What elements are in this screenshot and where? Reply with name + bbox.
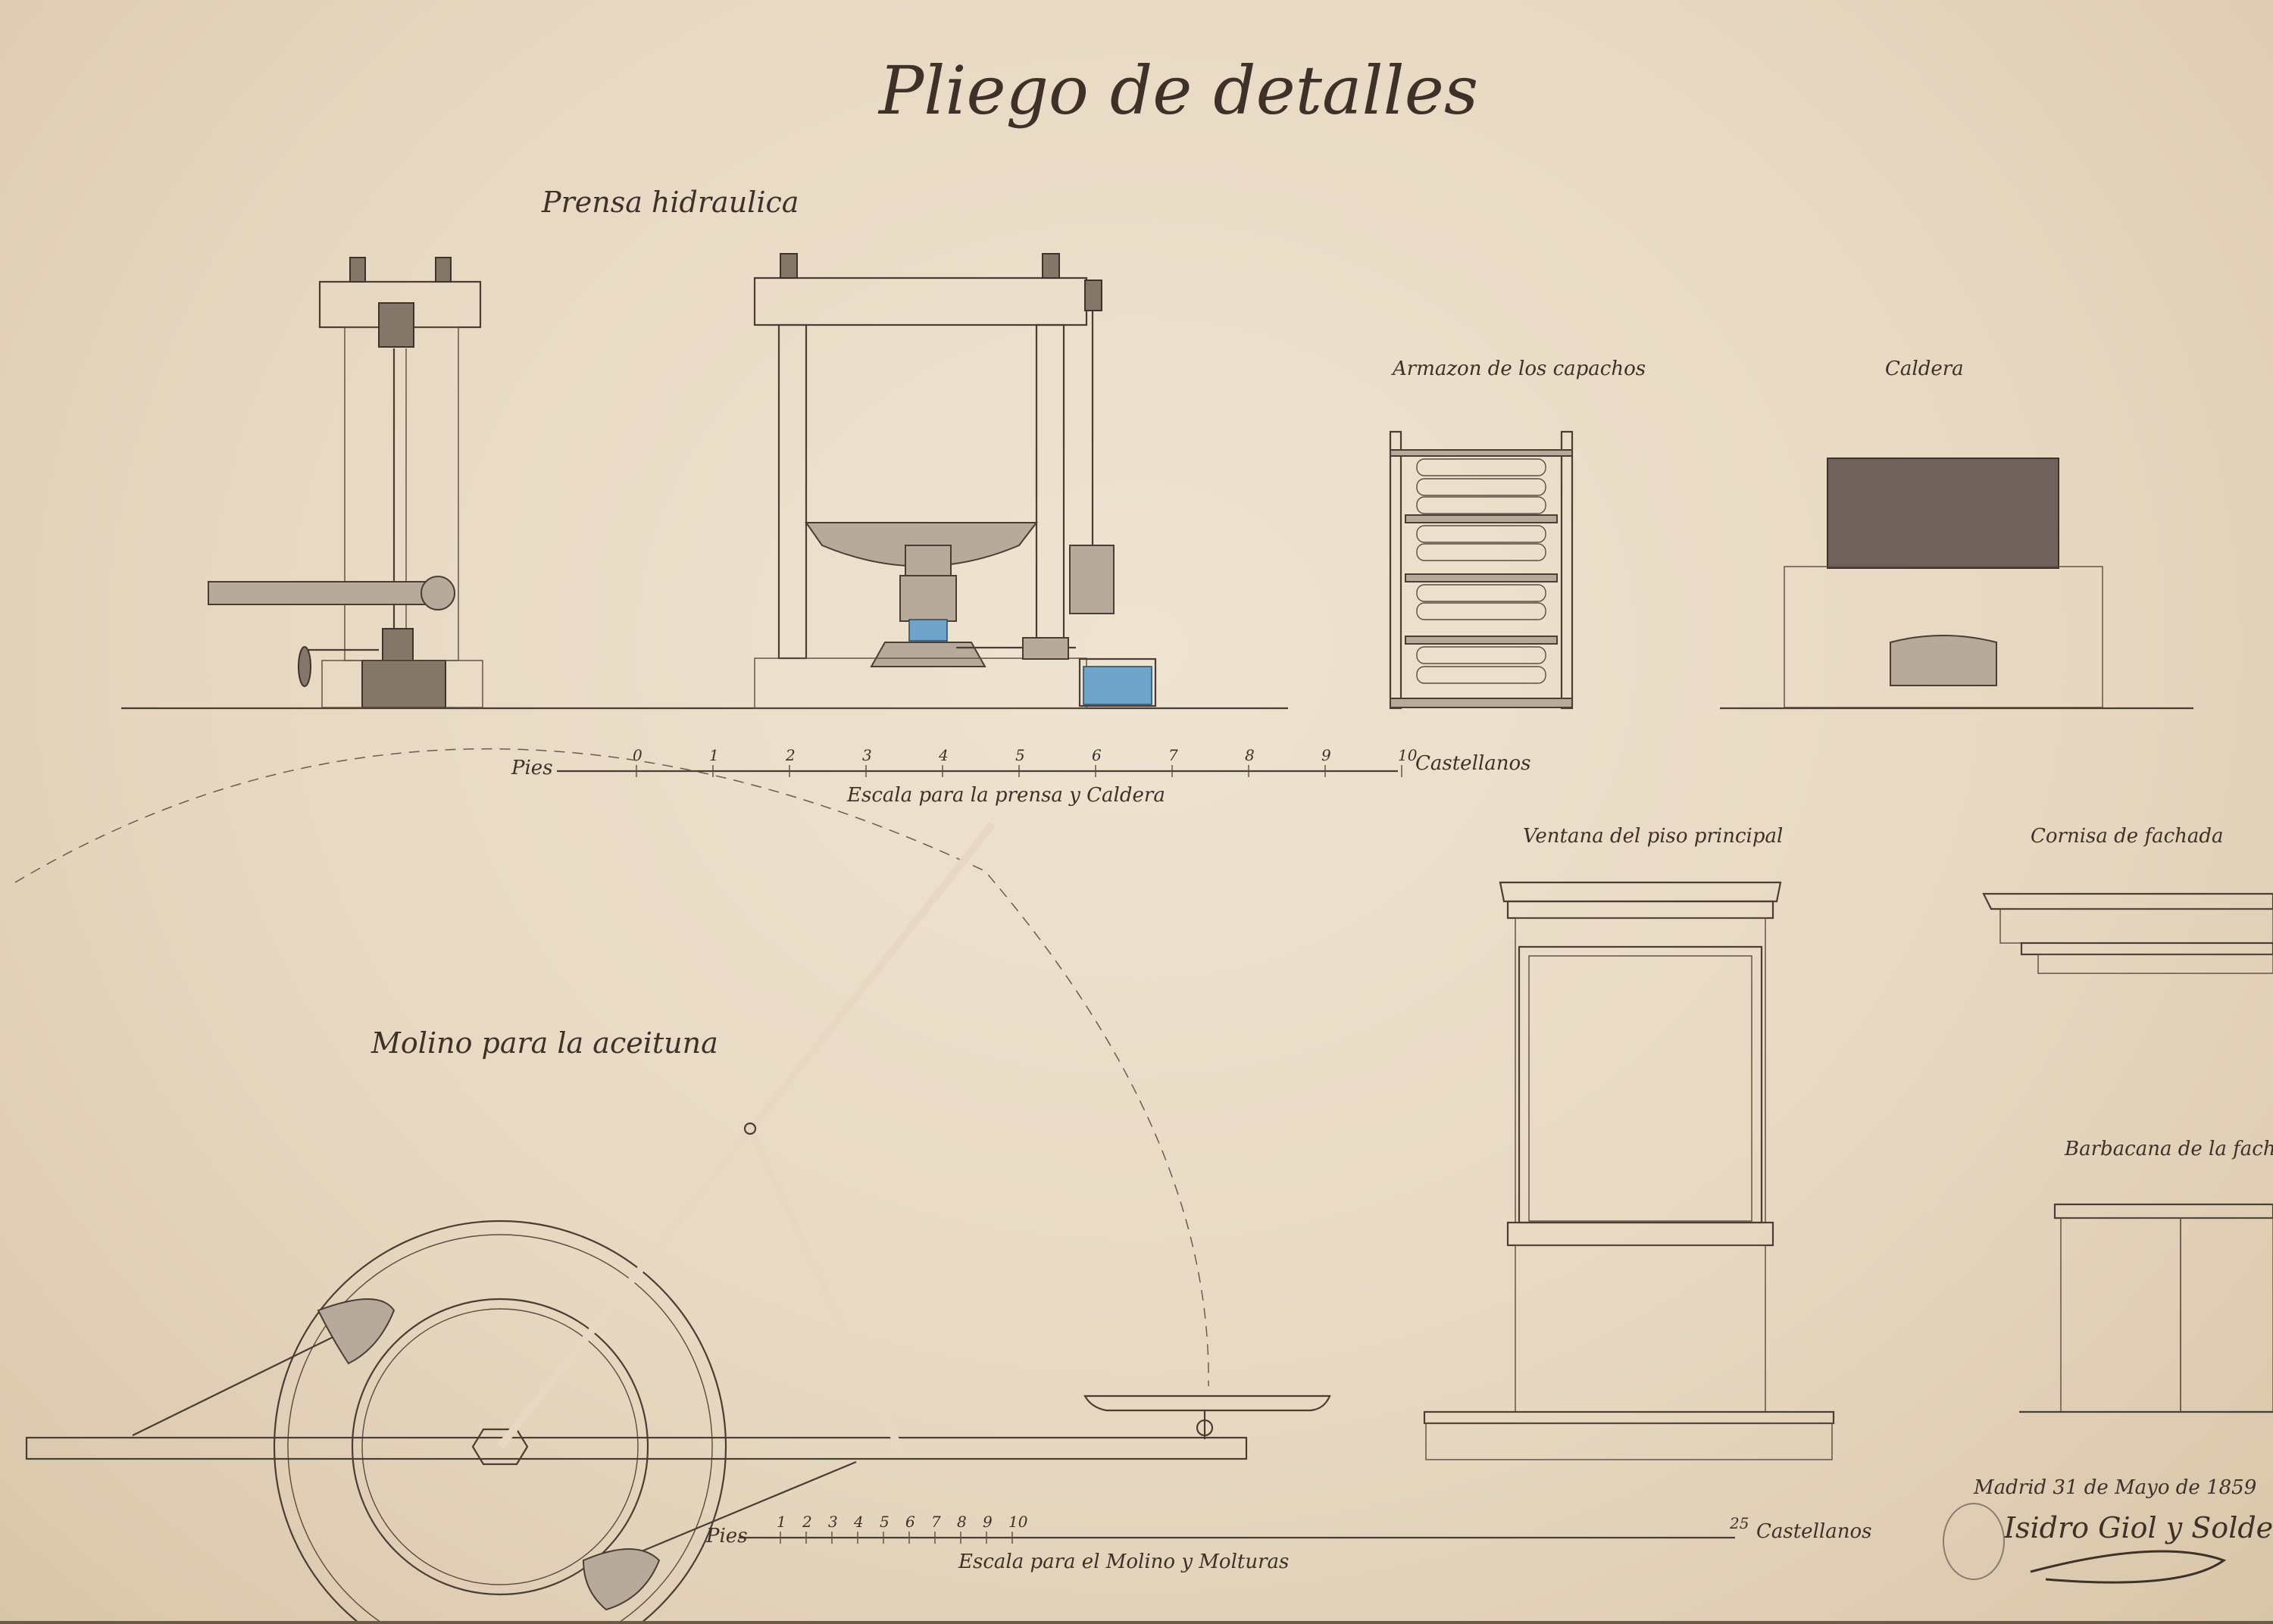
cornice-label: Cornisa de fachada xyxy=(2031,825,2224,848)
scale-bottom-tick-label: 10 xyxy=(1008,1513,1028,1531)
scale-top-tick-label: 8 xyxy=(1245,746,1255,764)
scale-top-tick-label: 3 xyxy=(862,746,872,764)
mill-label: Molino para la aceituna xyxy=(370,1026,718,1060)
seal-stamp xyxy=(1943,1503,2005,1580)
boiler-drawing xyxy=(1720,458,2193,710)
scale-bottom-tick-label: 1 xyxy=(777,1513,786,1531)
scale-top-tick-label: 9 xyxy=(1321,746,1331,764)
boiler-label: Caldera xyxy=(1885,358,1964,380)
scale-top-tick-label: 6 xyxy=(1092,746,1102,764)
parapet-label: Barbacana de la fachada xyxy=(2064,1138,2273,1160)
scale-top-tick-label: 1 xyxy=(709,746,719,764)
scale-top-tick-label: 2 xyxy=(785,746,796,764)
scale-bottom-tick-label: 5 xyxy=(880,1513,890,1531)
signature-name: Isidro Giol y Soldevilla xyxy=(2003,1511,2273,1544)
window-label: Ventana del piso principal xyxy=(1523,825,1783,848)
scale-bottom-caption: Escala para el Molino y Molturas xyxy=(958,1551,1289,1573)
olive-mill xyxy=(14,748,1331,1624)
signature-place-date: Madrid 31 de Mayo de 1859 xyxy=(1973,1476,2256,1499)
scale-bottom: Pies 25 Castellanos Escala para el Molin… xyxy=(705,1513,1871,1573)
frame-label: Armazon de los capachos xyxy=(1391,358,1646,380)
scale-bottom-tick-label: 6 xyxy=(905,1513,915,1531)
scale-top: Pies Castellanos Escala para la prensa y… xyxy=(511,746,1530,807)
scale-top-unit-left: Pies xyxy=(511,757,553,779)
scale-bottom-tick-label: 3 xyxy=(828,1513,838,1531)
scale-top-tick-label: 5 xyxy=(1015,746,1025,764)
press-front-view xyxy=(753,253,1157,709)
scale-bottom-tick-label: 4 xyxy=(853,1513,864,1531)
press-label: Prensa hidraulica xyxy=(541,186,799,219)
scale-top-tick-label: 7 xyxy=(1168,746,1178,764)
parapet-drawing xyxy=(2019,1203,2273,1413)
scale-top-unit-right: Castellanos xyxy=(1415,752,1530,775)
scale-bottom-tick-label: 7 xyxy=(931,1513,941,1531)
scale-bottom-unit-left: Pies xyxy=(705,1525,748,1547)
signature-flourish xyxy=(2030,1550,2227,1584)
window-drawing xyxy=(1423,881,1835,1460)
scale-bottom-end-value: 25 xyxy=(1729,1514,1749,1532)
scale-top-tick-label: 4 xyxy=(938,746,949,764)
press-side-view xyxy=(208,257,483,708)
scale-bottom-tick-label: 9 xyxy=(983,1513,993,1531)
signature-block: Madrid 31 de Mayo de 1859 Isidro Giol y … xyxy=(1943,1476,2273,1584)
scale-top-tick-label: 0 xyxy=(633,746,643,764)
capachos-frame xyxy=(1389,430,1574,710)
scale-bottom-tick-label: 2 xyxy=(802,1513,812,1531)
cornice-drawing xyxy=(1982,892,2273,974)
scale-bottom-unit-right: Castellanos xyxy=(1756,1520,1871,1543)
sheet-title: Pliego de detalles xyxy=(877,52,1478,130)
scale-top-caption: Escala para la prensa y Caldera xyxy=(846,784,1165,807)
scale-bottom-tick-label: 8 xyxy=(957,1513,967,1531)
scale-top-tick-label: 10 xyxy=(1398,746,1418,764)
